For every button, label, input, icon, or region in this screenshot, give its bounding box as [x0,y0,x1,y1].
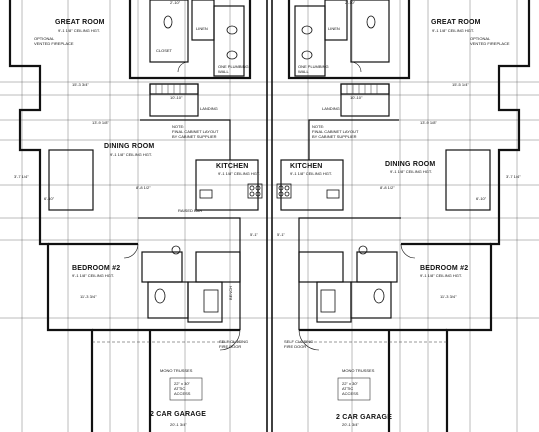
dim-10: 11'-3 3/4" [440,294,457,299]
dining-room-right-ceiling: 9'-1 1/8" CEILING HGT. [390,169,432,174]
dining-room-left-ceiling: 9'-1 1/8" CEILING HGT. [110,152,152,157]
stair-treads [155,84,378,94]
dim-7: 8'-8 1/2" [136,185,151,190]
plumbing-fixtures [154,15,385,313]
kitchen-right-ceiling: 9'-1 1/8" CEILING HGT. [290,171,332,176]
kitchen-left-ceiling: 9'-1 1/8" CEILING HGT. [218,171,260,176]
linen-left: LINEN [196,26,208,31]
dim-19: 5'-1" [250,232,259,237]
dim-18: 2'-10" [345,0,356,5]
cabinet-note-right-1: NOTE: [312,124,324,129]
great-room-left-note-2: VENTED FIREPLACE [34,41,74,46]
great-room-right-ceiling: 9'-1 1/8" CEILING HGT. [432,28,474,33]
landing-right: LANDING [322,106,340,111]
dining-room-right-label: DINING ROOM [385,161,435,168]
dim-1: 15'-3 3/4" [72,82,89,87]
dim-11: 20'-1 3/4" [170,422,187,427]
dim-6: 13'-9 1/8" [420,120,437,125]
bedroom-right-ceiling: 9'-1 1/8" CEILING HGT. [420,273,462,278]
dim-13: 3'-7 1/4" [14,174,29,179]
attic-note-left-2: ATTIC [174,386,185,391]
party-wall [266,0,273,432]
plumbing-note-right-1: ONE PLUMBING [298,64,329,69]
dim-17: 2'-10" [170,0,181,5]
dim-15: 6'-10" [44,196,55,201]
cabinet-note-left-1: NOTE: [172,124,184,129]
kitchen-ranges [199,183,340,199]
great-room-right-note-2: VENTED FIREPLACE [470,41,510,46]
kitchen-right-label: KITCHEN [290,163,323,170]
cabinet-note-right-3: BY CABINET SUPPLIER [312,134,357,139]
attic-note-right-3: ACCESS [342,391,359,396]
bedroom-left-ceiling: 9'-1 1/8" CEILING HGT. [72,273,114,278]
closet-left: CLOSET [156,48,173,53]
linen-right: LINEN [328,26,340,31]
fire-door-note-left-1: SELF CLOSING [219,339,248,344]
great-room-left-label: GREAT ROOM [55,19,105,26]
garage-left-label: 2 CAR GARAGE [150,411,206,418]
dim-3: 10'-10" [170,95,183,100]
attic-note-left-1: 22" x 30" [174,381,191,386]
door-swings [123,61,416,351]
attic-note-right-1: 22" x 30" [342,381,359,386]
plumbing-note-left-1: ONE PLUMBING [218,64,249,69]
dim-4: 10'-10" [350,95,363,100]
great-room-left-note-1: OPTIONAL [34,36,55,41]
attic-note-left-3: ACCESS [174,391,191,396]
cabinet-note-left-3: BY CABINET SUPPLIER [172,134,217,139]
plumbing-note-right-2: WALL [298,69,310,74]
bench-label: BENCH [228,286,233,300]
dim-20: 5'-1" [277,232,286,237]
dining-room-left-label: DINING ROOM [104,143,154,150]
bedroom-left-label: BEDROOM #2 [72,265,120,272]
dim-5: 13'-9 1/8" [92,120,109,125]
dim-12: 20'-1 3/4" [342,422,359,427]
exterior-walls [8,0,531,432]
dim-16: 6'-10" [476,196,487,201]
dim-8: 8'-8 1/2" [380,185,395,190]
kitchen-left-label: KITCHEN [216,163,249,170]
great-room-right-note-1: OPTIONAL [470,36,491,41]
great-room-right-label: GREAT ROOM [431,19,481,26]
fire-door-note-left-2: FIRE DOOR [219,344,241,349]
garage-right-label: 2 CAR GARAGE [336,414,392,421]
cabinet-note-right-2: FINAL CABINET LAYOUT [312,129,359,134]
landing-left: LANDING [200,106,218,111]
raised-bar-label: RAISED BAR [178,208,202,213]
garage-right-truss: MONO TRUSSES [342,368,375,373]
dim-9: 11'-3 3/4" [80,294,97,299]
dim-14: 3'-7 1/4" [506,174,521,179]
garage-left-truss: MONO TRUSSES [160,368,193,373]
garage-details [92,341,447,401]
cabinet-note-left-2: FINAL CABINET LAYOUT [172,129,219,134]
fire-door-note-right-2: FIRE DOOR [284,344,306,349]
plumbing-note-left-2: WALL [218,69,230,74]
attic-note-right-2: ATTIC [342,386,353,391]
great-room-left-ceiling: 9'-1 1/8" CEILING HGT. [58,28,100,33]
bedroom-right-label: BEDROOM #2 [420,265,468,272]
dim-2: 15'-5 1/4" [452,82,469,87]
fire-door-note-right-1: SELF CLOSING [284,339,313,344]
